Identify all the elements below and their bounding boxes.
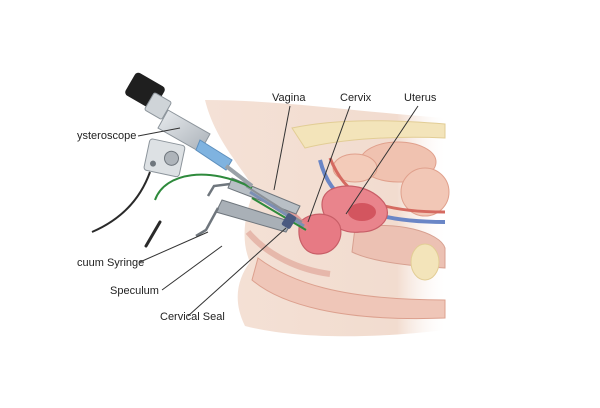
label-hysteroscope: ysteroscope xyxy=(77,130,137,142)
pubic-bone xyxy=(410,243,440,281)
vacuum-syringe xyxy=(144,220,162,248)
sacrum-bone xyxy=(291,120,446,149)
rectum xyxy=(251,257,446,320)
label-speculum: Speculum xyxy=(110,285,159,297)
muscle-layer xyxy=(245,230,331,277)
label-cervical-seal: Cervical Seal xyxy=(160,311,225,323)
cervical-seal xyxy=(281,213,297,229)
intestines xyxy=(332,141,450,217)
label-cervix: Cervix xyxy=(340,92,372,104)
cervix xyxy=(298,213,342,255)
leader-lines xyxy=(137,105,419,317)
hysteroscope xyxy=(125,72,254,188)
label-vagina: Vagina xyxy=(272,92,306,104)
uterine-cavity xyxy=(348,203,376,221)
suction-tube xyxy=(154,173,253,201)
label-uterus: Uterus xyxy=(404,92,437,104)
cable xyxy=(91,171,151,233)
label-vacuum-syringe: cuum Syringe xyxy=(77,257,145,269)
